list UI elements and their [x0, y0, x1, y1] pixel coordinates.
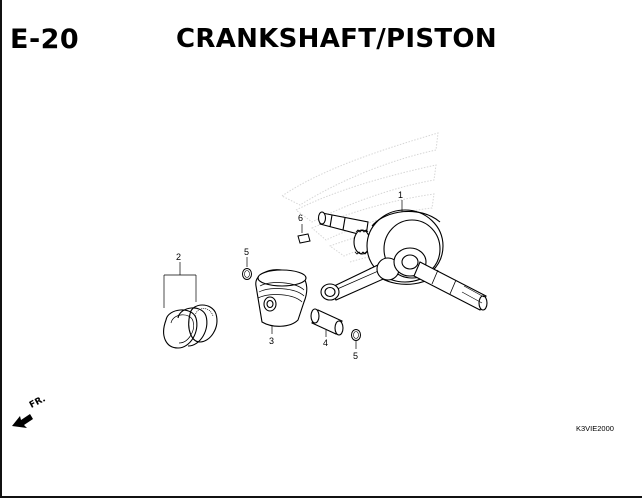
callout-4: 4	[323, 338, 328, 348]
piston-pin	[310, 308, 344, 337]
callout-2: 2	[176, 252, 181, 262]
woodruff-key	[297, 224, 311, 244]
callout-5-left: 5	[244, 247, 249, 257]
piston-ring-set	[163, 262, 218, 349]
piston	[255, 269, 308, 334]
section-code: E-20	[10, 24, 80, 55]
page-title: CRANKSHAFT/PISTON	[176, 24, 497, 54]
callout-3: 3	[269, 336, 274, 346]
piston-pin-clip-left	[242, 257, 252, 280]
crankshaft	[317, 209, 488, 311]
piston-pin-clip-right	[351, 329, 361, 349]
callout-5-right: 5	[353, 351, 358, 361]
diagram-code: K3VIE2000	[576, 424, 614, 433]
callout-6: 6	[298, 213, 303, 223]
callout-1: 1	[398, 190, 403, 200]
front-arrow-icon	[12, 414, 33, 428]
